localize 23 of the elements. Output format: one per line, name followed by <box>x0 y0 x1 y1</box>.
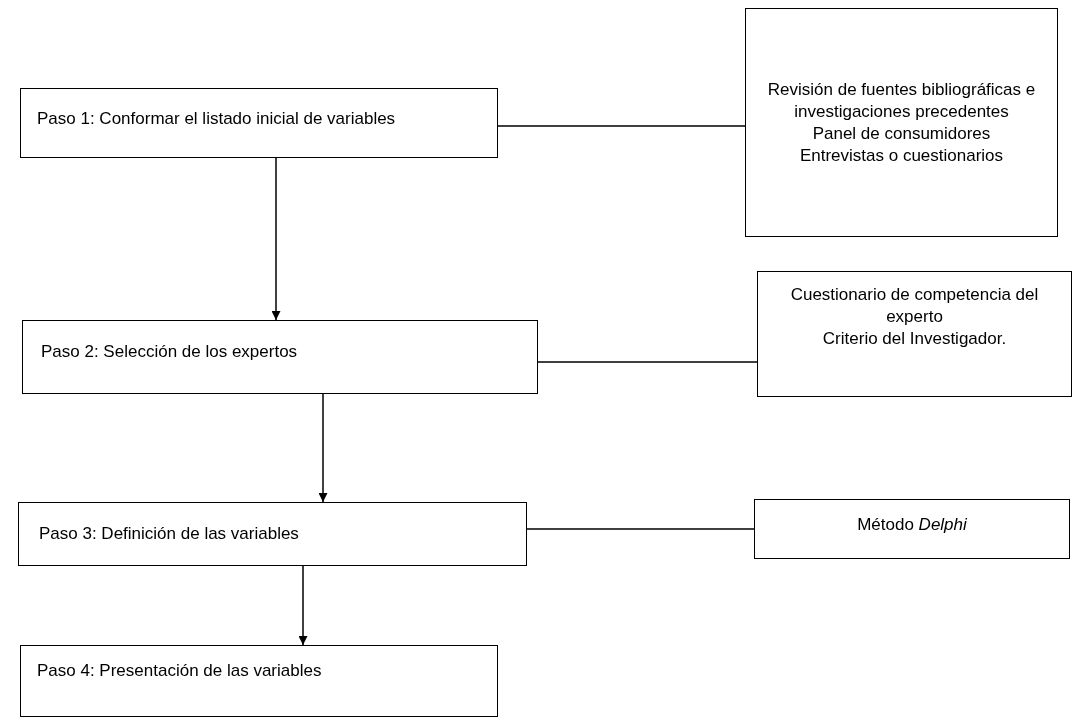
box-text: Paso 1: Conformar el listado inicial de variables <box>37 108 396 130</box>
box-text: Paso 3: Definición de las variables <box>39 523 299 545</box>
box-text: Criterio del Investigador. <box>822 328 1007 350</box>
process-box <box>20 88 498 158</box>
box-text: Revisión de fuentes bibliográficas e investigaciones precedentes <box>766 78 1037 123</box>
process-box <box>20 645 498 717</box>
box-text: Método Delphi <box>857 514 967 536</box>
connector-line <box>526 528 755 530</box>
box-text: Cuestionario de competencia del experto <box>789 284 1040 328</box>
process-box <box>18 502 527 566</box>
box-text: Paso 2: Selección de los expertos <box>41 341 298 363</box>
process-box <box>745 8 1058 237</box>
box-text: Paso 4: Presentación de las variables <box>37 660 322 682</box>
connector-line <box>497 125 746 127</box>
process-box <box>754 499 1070 559</box>
process-box <box>757 271 1072 397</box>
box-text: Panel de consumidores <box>812 122 991 145</box>
connector-line <box>537 361 758 363</box>
arrow <box>271 157 281 321</box>
process-box <box>22 320 538 394</box>
arrow <box>318 393 328 503</box>
arrow <box>298 565 308 646</box>
box-text: Entrevistas o cuestionarios <box>799 144 1004 167</box>
